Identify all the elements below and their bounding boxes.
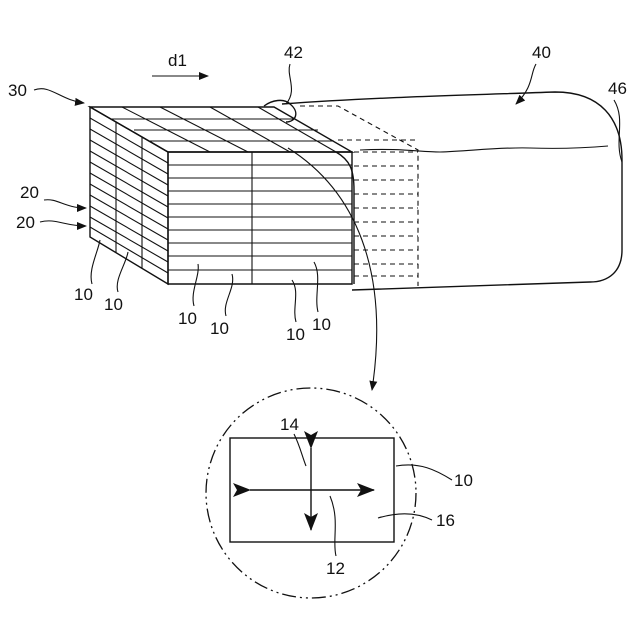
label-40: 40: [532, 43, 551, 62]
stack-front-face: [168, 152, 352, 284]
detail-view: 14 12 10 16: [206, 388, 473, 598]
label-10-b: 10: [104, 295, 123, 314]
label-10-a: 10: [74, 285, 93, 304]
label-12: 12: [326, 559, 345, 578]
label-16: 16: [436, 511, 455, 530]
label-14: 14: [280, 415, 299, 434]
direction-label: d1: [168, 51, 187, 70]
label-20-lower: 20: [16, 213, 35, 232]
reference-labels: 30 42 40 46 20 20 10 10 10 10 10 10: [8, 43, 627, 344]
label-10-c: 10: [178, 309, 197, 328]
detail-leader-arrow: [288, 148, 377, 390]
bag-crease: [360, 146, 608, 152]
label-42: 42: [284, 43, 303, 62]
label-46: 46: [608, 79, 627, 98]
cell-stack: [90, 107, 354, 284]
label-10-detail: 10: [454, 471, 473, 490]
label-10-e: 10: [286, 325, 305, 344]
label-20-upper: 20: [20, 183, 39, 202]
label-10-d: 10: [210, 319, 229, 338]
label-30: 30: [8, 81, 27, 100]
label-10-f: 10: [312, 315, 331, 334]
direction-indicator: d1: [152, 51, 208, 76]
